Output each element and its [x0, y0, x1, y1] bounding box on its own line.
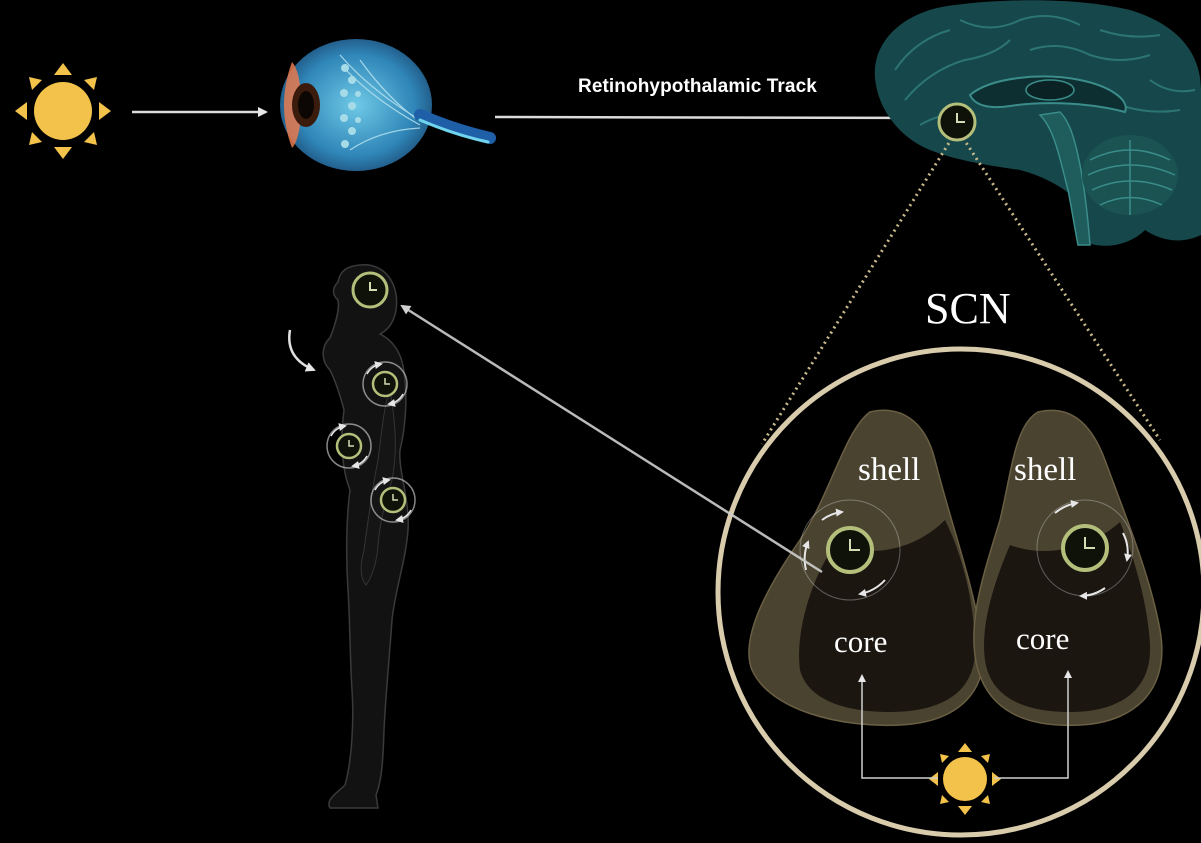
- head-clock-icon: [351, 271, 389, 309]
- light-to-left-core-arrow: [858, 674, 938, 779]
- zoom-line-right: [961, 137, 1162, 441]
- right-core-region: [984, 522, 1151, 712]
- cerebellum-icon: [1082, 135, 1178, 215]
- scn-light-sun-icon: [929, 743, 1001, 815]
- peripheral-clock-icon: [362, 361, 408, 407]
- right-core-label: core: [1016, 621, 1070, 656]
- head-rhythm-arrow: [288, 329, 316, 372]
- scn-clock-icon: [937, 102, 977, 142]
- right-scn-clock-icon: [1036, 499, 1134, 600]
- retinohypothalamic-track-label: Retinohypothalamic Track: [578, 76, 817, 97]
- right-shell-label: shell: [1014, 452, 1077, 488]
- scn-right-nucleus: [973, 409, 1163, 727]
- peripheral-clock-icon: [370, 477, 416, 523]
- left-scn-clock-icon: [799, 499, 901, 601]
- retinohypothalamic-arrow: [494, 112, 936, 123]
- scn-to-peripheral-arrow: [400, 304, 823, 574]
- left-core-label: core: [834, 624, 888, 659]
- peripheral-clock-icon: [326, 423, 372, 469]
- left-shell-label: shell: [858, 452, 921, 488]
- eye-icon: [280, 39, 496, 171]
- scn-title: SCN: [925, 284, 1011, 333]
- brain-icon: [874, 0, 1201, 246]
- zoom-line-left: [760, 137, 954, 445]
- sun-icon: [15, 63, 111, 159]
- light-to-right-core-arrow: [994, 670, 1072, 779]
- human-body-icon: [322, 264, 409, 809]
